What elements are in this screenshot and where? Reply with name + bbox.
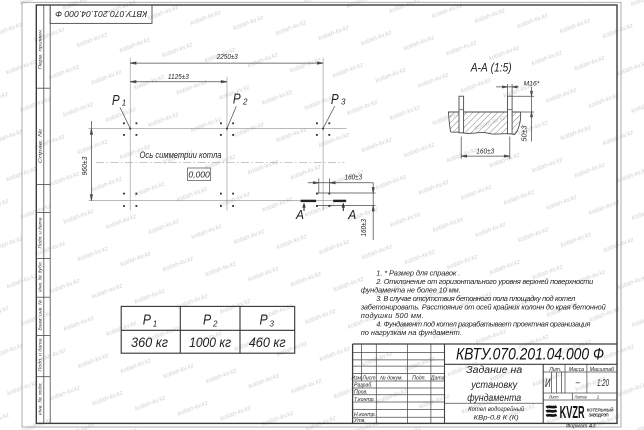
svg-text:Инв. № дубл.: Инв. № дубл. [38, 261, 44, 292]
svg-text:460 кг: 460 кг [249, 335, 286, 350]
svg-text:1000 кг: 1000 кг [189, 335, 231, 350]
svg-text:А: А [295, 207, 304, 222]
svg-text:забетонировать. Расстояние от: забетонировать. Расстояние от осей крайн… [360, 302, 606, 311]
svg-text:3: 3 [341, 98, 346, 107]
svg-text:фундамента не более 10 мм.: фундамента не более 10 мм. [361, 285, 461, 294]
svg-text:Ось симметрии котла: Ось симметрии котла [140, 150, 222, 161]
svg-text:Подп. и дата: Подп. и дата [38, 338, 44, 371]
svg-text:1:20: 1:20 [597, 378, 609, 389]
svg-text:Изм.: Изм. [351, 375, 362, 381]
svg-text:Лист: Лист [548, 394, 558, 400]
svg-text:960±3: 960±3 [80, 156, 89, 176]
svg-text:160±3: 160±3 [361, 219, 368, 237]
svg-text:1. * Размер для справок .: 1. * Размер для справок . [376, 268, 460, 277]
svg-text:3. В случае отсутствия бетонно: 3. В случае отсутствия бетонного пола пл… [376, 294, 576, 303]
svg-text:Взам. инв. №: Взам. инв. № [38, 300, 44, 331]
svg-text:Масса: Масса [569, 367, 584, 373]
svg-text:Масштаб: Масштаб [590, 367, 615, 373]
svg-text:Дата: Дата [430, 375, 445, 381]
svg-text:2: 2 [242, 98, 248, 107]
svg-text:Задание на: Задание на [466, 365, 522, 376]
svg-text:1: 1 [122, 99, 126, 108]
svg-text:2: 2 [212, 319, 218, 328]
svg-text:Н.контр.: Н.контр. [354, 412, 376, 418]
svg-text:Формат А3: Формат А3 [566, 424, 596, 430]
svg-text:160±3: 160±3 [476, 149, 494, 156]
svg-text:Пров.: Пров. [354, 390, 368, 396]
svg-text:1: 1 [597, 394, 600, 400]
svg-text:–: – [575, 378, 581, 387]
svg-text:3: 3 [270, 319, 275, 328]
svg-text:4. Фундамент под котел разраба: 4. Фундамент под котел разрабатывает про… [376, 319, 590, 328]
svg-text:№ докум.: № докум. [380, 375, 403, 381]
svg-text:1: 1 [153, 319, 157, 328]
svg-text:фундамента: фундамента [467, 392, 521, 404]
svg-text:Р: Р [260, 313, 268, 329]
svg-text:Р: Р [233, 92, 241, 108]
svg-text:2. Отклонение от горизонтально: 2. Отклонение от горизонтального уровня … [375, 277, 593, 286]
svg-text:Инв. № подл.: Инв. № подл. [38, 382, 44, 415]
svg-text:И: И [545, 378, 551, 390]
svg-text:Справ. №: Справ. № [38, 129, 44, 164]
svg-text:KVZR: KVZR [560, 402, 585, 422]
svg-text:А: А [347, 207, 356, 222]
svg-text:КВТУ.070.201.04.000 Ф: КВТУ.070.201.04.000 Ф [55, 9, 147, 19]
svg-text:Лит.: Лит. [548, 367, 561, 373]
svg-text:Лист: Лист [361, 375, 376, 381]
svg-text:Т.контр.: Т.контр. [354, 397, 375, 403]
svg-text:Р: Р [331, 92, 339, 108]
svg-text:Р: Р [143, 313, 151, 329]
svg-text:160±3: 160±3 [345, 174, 363, 181]
svg-text:КВТУ.070.201.04.000 Ф: КВТУ.070.201.04.000 Ф [456, 345, 604, 363]
svg-text:360 кг: 360 кг [131, 335, 168, 350]
svg-text:Котел водогрейный: Котел водогрейный [468, 405, 524, 413]
svg-text:2250±3: 2250±3 [216, 52, 239, 61]
svg-text:подушки 500 мм.: подушки 500 мм. [361, 311, 424, 320]
svg-text:ЗАВОД РЭП: ЗАВОД РЭП [589, 413, 609, 418]
svg-text:КВр-0,8 К (К): КВр-0,8 К (К) [474, 414, 519, 421]
svg-text:Подп. и дата: Подп. и дата [38, 217, 44, 248]
svg-text:1125±3: 1125±3 [168, 72, 190, 81]
svg-text:Разраб.: Разраб. [354, 383, 373, 389]
svg-text:КОТЕЛЬНЫЙ: КОТЕЛЬНЫЙ [587, 408, 614, 413]
svg-text:А-А (1:5): А-А (1:5) [470, 61, 512, 75]
svg-text:Р: Р [203, 313, 211, 329]
svg-text:Утв.: Утв. [354, 418, 366, 424]
svg-text:50±3: 50±3 [522, 125, 529, 141]
svg-text:М16*: М16* [524, 80, 540, 87]
svg-text:установку: установку [470, 380, 518, 391]
svg-text:по нагрузкам на фундамент.: по нагрузкам на фундамент. [361, 328, 462, 337]
svg-text:Листов: Листов [574, 394, 587, 400]
svg-text:Р: Р [112, 93, 120, 109]
svg-text:Перв. примен.: Перв. примен. [38, 29, 44, 70]
svg-text:Подп.: Подп. [412, 375, 426, 381]
svg-text:0,000: 0,000 [188, 170, 210, 180]
